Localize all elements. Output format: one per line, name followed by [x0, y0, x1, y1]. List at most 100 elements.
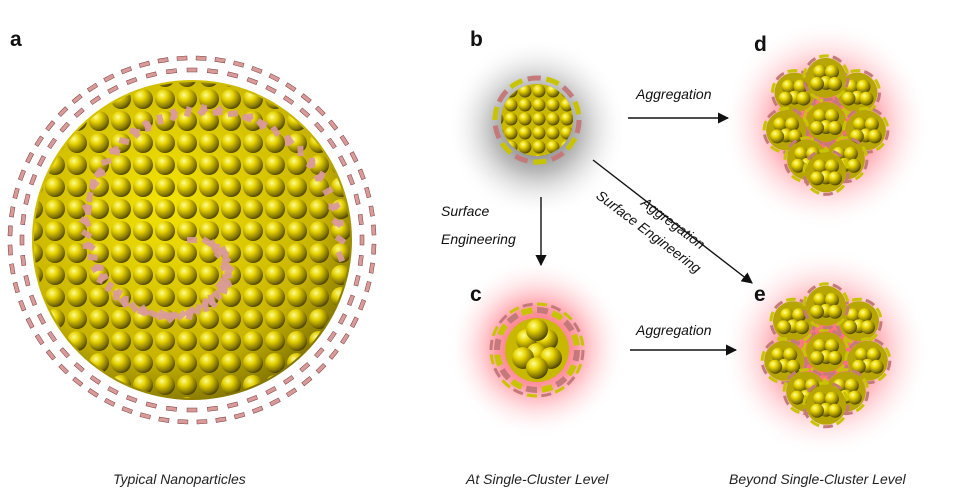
- surface-ligand: [147, 309, 159, 319]
- surface-ligand: [139, 304, 150, 316]
- surface-ligand: [334, 234, 347, 246]
- atom: [813, 109, 827, 123]
- ligand-arc: [493, 367, 502, 378]
- surface-ligand: [305, 157, 316, 170]
- ligand-segment: [34, 333, 45, 346]
- atom: [828, 121, 842, 135]
- surface-ligand: [197, 105, 209, 117]
- ligand-arc: [823, 325, 834, 330]
- ligand-arc: [844, 404, 850, 415]
- ligand-arc: [818, 381, 829, 386]
- surface-ligand: [84, 240, 96, 252]
- ligand-segment: [126, 77, 138, 86]
- ligand-segment: [339, 134, 350, 147]
- atom: [792, 308, 806, 323]
- atom: [780, 308, 794, 323]
- ligand-arc: [823, 191, 834, 196]
- surface-ligand: [331, 217, 343, 229]
- ligand-segment: [45, 120, 56, 132]
- ligand-segment: [371, 224, 377, 236]
- surface-ligand: [335, 250, 345, 263]
- ligand-arc: [818, 282, 829, 287]
- ligand-arc: [762, 120, 768, 131]
- atom: [810, 76, 824, 91]
- ligand-arc: [804, 104, 814, 114]
- ligand-arc: [809, 187, 820, 195]
- surface-ligand: [80, 228, 93, 240]
- ligand-arc: [862, 377, 869, 388]
- ligand-segment: [138, 60, 151, 68]
- surface-ligand: [220, 255, 232, 268]
- ligand-arc: [561, 85, 575, 99]
- ligand-shell-a: [7, 55, 377, 425]
- atom: [813, 292, 827, 307]
- ligand-arc: [884, 130, 890, 141]
- atom: [828, 403, 842, 418]
- ligand-segment: [29, 294, 38, 306]
- ligand-arc: [865, 298, 876, 307]
- ligand-arc: [835, 363, 846, 373]
- ligand-segment: [87, 388, 99, 398]
- ligand-arc: [763, 134, 770, 145]
- ligand-segment: [371, 243, 377, 255]
- ligand-arc: [509, 78, 524, 90]
- ligand-arc: [802, 309, 810, 320]
- surface-ligand: [241, 113, 254, 124]
- surface-ligand: [122, 295, 129, 307]
- surface-ligand: [322, 186, 334, 197]
- ligand-arc: [832, 382, 843, 390]
- atom: [841, 91, 856, 106]
- surface-ligand: [88, 179, 100, 191]
- atom: [788, 129, 803, 144]
- surface-ligand: [104, 281, 115, 293]
- ligand-segment: [300, 93, 312, 104]
- caption-typical-nanoparticles: Typical Nanoparticles: [113, 471, 246, 487]
- atom: [813, 339, 827, 353]
- ligand-arc: [554, 385, 565, 394]
- atom: [793, 378, 808, 393]
- ligand-arc: [572, 322, 581, 333]
- ligand-arc: [837, 136, 848, 141]
- atom: [859, 91, 874, 106]
- aggregate-e: [760, 282, 892, 429]
- ligand-arc: [574, 119, 582, 134]
- ligand-segment: [186, 407, 198, 413]
- ligand-segment: [346, 294, 355, 306]
- ligand-arc: [802, 394, 808, 405]
- ligand-segment: [23, 193, 31, 205]
- atom: [825, 64, 839, 79]
- ligand-segment: [176, 55, 188, 61]
- atom: [869, 359, 884, 374]
- ligand-arc: [886, 360, 892, 371]
- surface-ligand: [313, 172, 326, 182]
- ligand-segment: [265, 386, 277, 395]
- ligand-arc: [550, 150, 565, 162]
- surface-ligand: [183, 106, 193, 118]
- surface-ligand: [100, 157, 113, 167]
- ligand-segment: [246, 394, 258, 403]
- ligand-arc: [884, 346, 891, 358]
- surface-ligand: [93, 264, 104, 272]
- atom: [825, 109, 839, 123]
- atom: [852, 117, 867, 132]
- atom: [790, 390, 805, 405]
- ligand-arc: [835, 184, 846, 193]
- ligand-segment: [357, 168, 366, 181]
- surface-ligand: [207, 294, 216, 306]
- ligand-arc: [788, 139, 798, 148]
- ligand-segment: [353, 275, 361, 287]
- ligand-arc: [851, 137, 861, 145]
- ligand-segment: [157, 57, 169, 64]
- ligand-segment: [89, 95, 102, 105]
- atom: [810, 403, 824, 418]
- ligand-arc: [802, 67, 808, 78]
- surface-ligand: [86, 191, 94, 203]
- ligand-arc: [877, 321, 883, 332]
- surface-ligand: [200, 297, 210, 310]
- ligand-segment: [251, 405, 264, 414]
- arrow-text-surface: Surface: [441, 203, 490, 219]
- surface-ligand: [169, 110, 179, 122]
- ligand-arc: [769, 324, 777, 336]
- surface-ligand: [221, 271, 233, 281]
- ligand-segment: [107, 386, 119, 395]
